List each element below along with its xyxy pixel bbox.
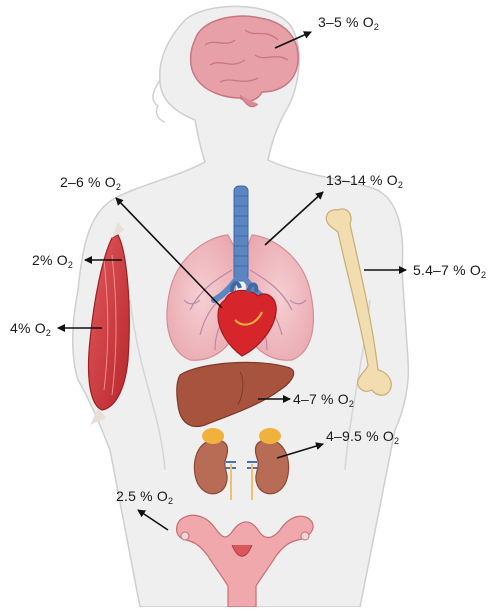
- liver-oxygen-label: 4–7 % O2: [293, 391, 354, 409]
- kidney-oxygen-label: 4–9.5 % O2: [326, 428, 399, 446]
- uterus-oxygen-label: 2.5 % O2: [116, 488, 173, 506]
- heart-oxygen-label: 2–6 % O2: [60, 174, 121, 192]
- lungs-oxygen-label: 13–14 % O2: [326, 172, 403, 190]
- bone-oxygen-label: 5.4–7 % O2: [413, 262, 486, 280]
- brain-oxygen-label: 3–5 % O2: [318, 14, 379, 32]
- muscle-upper-oxygen-label: 2% O2: [32, 252, 73, 270]
- muscle-lower-oxygen-label: 4% O2: [10, 320, 51, 338]
